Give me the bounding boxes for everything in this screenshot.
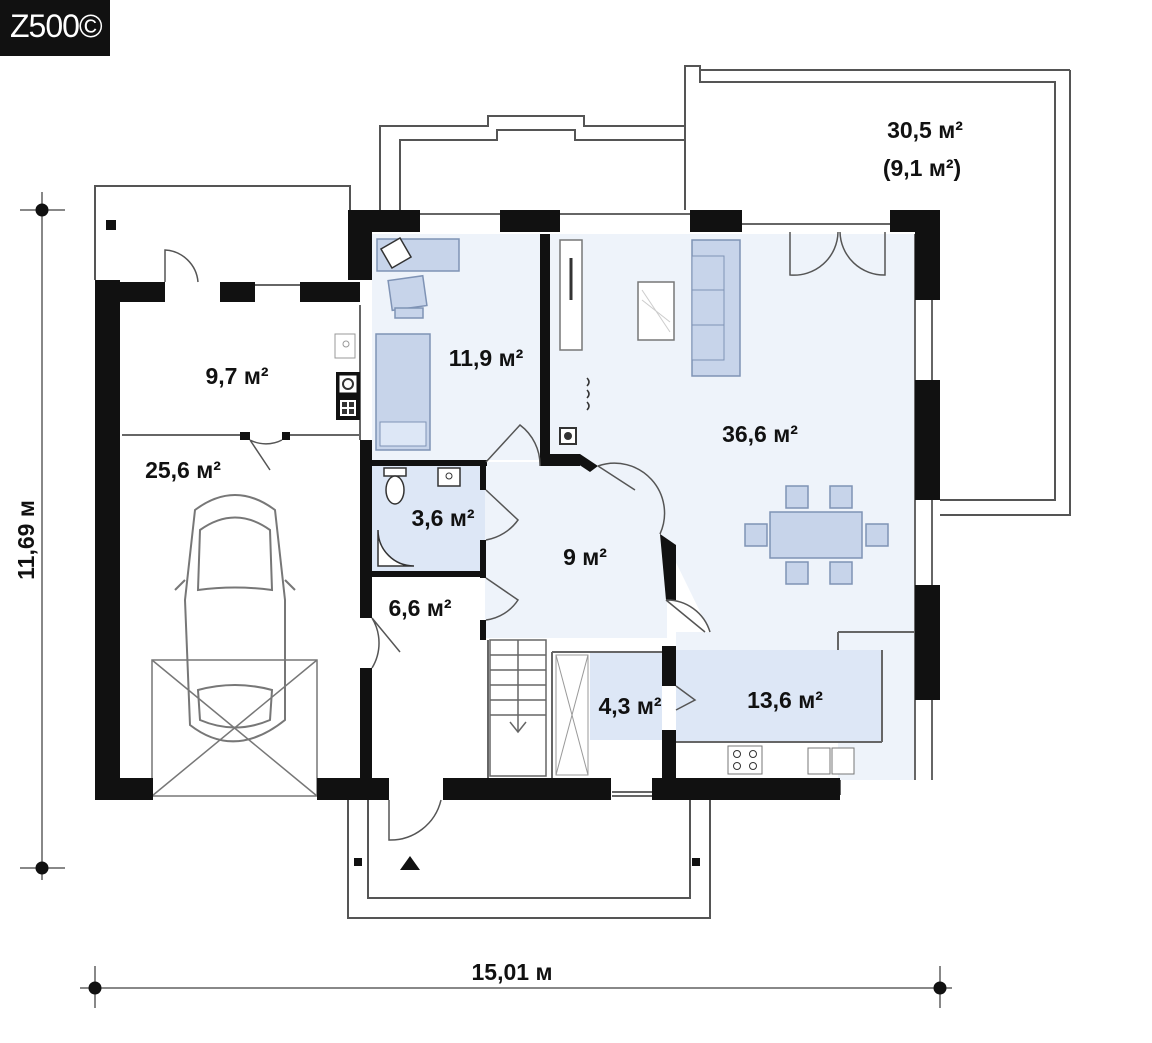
desk-icon [376,236,460,272]
width-dimension-label: 15,01 м [472,959,553,985]
logo: Z500© [0,0,110,56]
coffee-table-icon [637,281,675,341]
utility-area-label: 9,7 м² [205,363,268,389]
rear-porch-outline [379,115,685,210]
shower-icon [377,529,415,567]
hall-area-label: 9 м² [563,544,607,570]
sink-icon [437,467,461,487]
bed-icon [375,333,431,451]
porch-post-right [692,858,700,866]
staircase [489,639,547,777]
porch-post-left [354,858,362,866]
height-dimension-label: 11,69 м [13,500,39,580]
garage-area-label: 25,6 м² [145,457,221,483]
toilet-icon [383,467,407,505]
boiler-icon [559,377,590,445]
logo-text: Z500© [10,8,103,44]
pantry-fill [590,652,662,740]
terrace-outline [684,65,1071,516]
dimension-lines [20,192,952,1008]
utility-canopy [94,185,351,280]
lamp-marker [106,220,116,230]
dining-table-icon [744,485,889,585]
kitchen-fill [676,650,882,742]
living-area-label: 36,6 м² [722,421,798,447]
pantry-shelves [555,654,589,776]
sofa-icon [691,239,741,377]
hall-fill [485,462,667,638]
living-area-fill [545,234,915,780]
terrace-area-label: 30,5 м² [887,117,963,143]
furniture [106,220,889,870]
entrance-arrow-icon [400,856,420,870]
room-labels: 30,5 м² (9,1 м²) 36,6 м² 11,9 м² 9,7 м² … [13,117,963,985]
stove-icon [727,745,763,775]
chair-icon [387,274,428,319]
front-porch [347,800,711,919]
kitchen-sink-icon [807,747,855,775]
terrace-sub-area-label: (9,1 м²) [883,155,961,181]
washing-machine-icon [339,375,357,416]
fireplace-icon [559,239,583,351]
bathroom-area-label: 3,6 м² [411,505,474,531]
utility-sink-icon [334,333,356,359]
vestibule-area-label: 6,6 м² [388,595,451,621]
car-icon [174,494,296,743]
doors [164,231,886,841]
pantry-area-label: 4,3 м² [598,693,661,719]
kitchen-area-label: 13,6 м² [747,687,823,713]
study-area-label: 11,9 м² [449,345,524,371]
